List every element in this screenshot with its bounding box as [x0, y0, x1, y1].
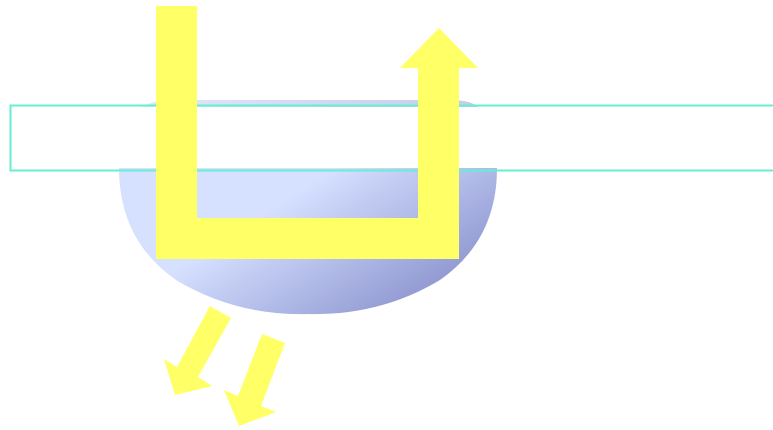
slab-rectangle — [11, 106, 773, 171]
emission-arrow-left — [164, 306, 231, 395]
emission-arrow-right — [224, 334, 285, 426]
u-path-arrow — [156, 6, 478, 259]
